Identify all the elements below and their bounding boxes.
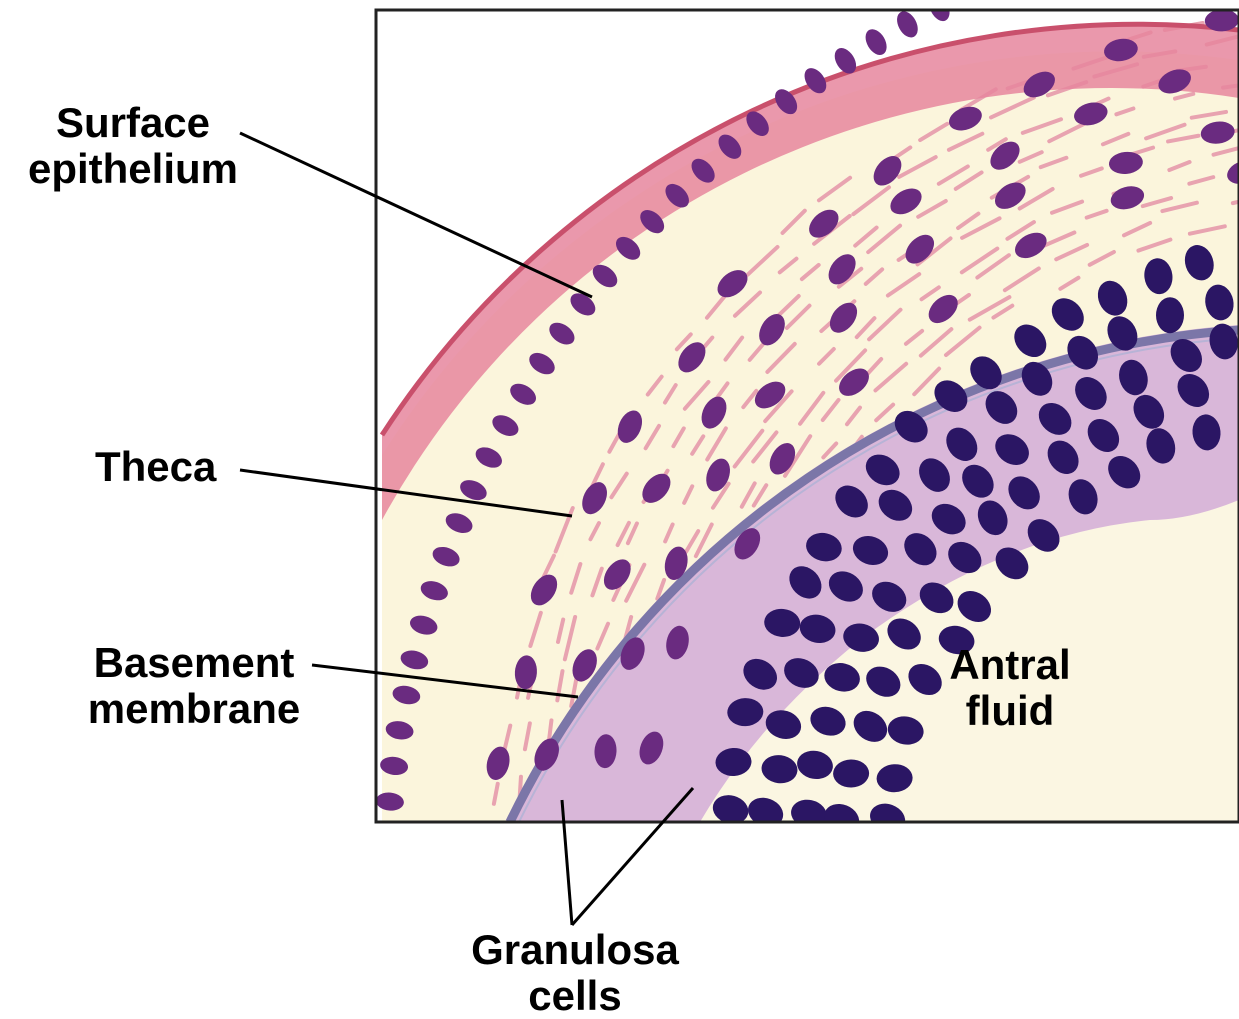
label-basement-membrane-line2: membrane bbox=[68, 686, 320, 732]
theca-fiber bbox=[505, 833, 510, 858]
theca-fiber bbox=[696, 849, 703, 872]
theca-fiber bbox=[646, 843, 650, 866]
label-basement-membrane-line1: Basement bbox=[68, 640, 320, 686]
theca-fiber bbox=[532, 832, 538, 866]
epithelial-nucleus bbox=[861, 25, 891, 58]
epithelial-nucleus bbox=[958, 0, 986, 9]
label-antral-fluid: Antral fluid bbox=[920, 642, 1100, 734]
theca-fiber bbox=[489, 836, 493, 862]
label-basement-membrane: Basement membrane bbox=[68, 640, 320, 732]
label-granulosa-cells-line2: cells bbox=[445, 973, 705, 1019]
theca-nucleus bbox=[570, 844, 594, 879]
theca-fiber bbox=[574, 843, 579, 868]
theca-fiber bbox=[654, 838, 662, 883]
label-theca-text: Theca bbox=[95, 444, 216, 490]
label-surface-epithelium-line1: Surface bbox=[8, 100, 258, 146]
epithelial-nucleus bbox=[372, 828, 401, 848]
label-antral-fluid-line1: Antral bbox=[920, 642, 1100, 688]
label-granulosa-cells: Granulosa cells bbox=[445, 927, 705, 1019]
leader-line-surface-epithelium bbox=[240, 133, 592, 297]
label-granulosa-cells-line1: Granulosa bbox=[445, 927, 705, 973]
label-surface-epithelium: Surface epithelium bbox=[8, 100, 258, 192]
epithelial-nucleus bbox=[925, 0, 954, 24]
label-surface-epithelium-line2: epithelium bbox=[8, 146, 258, 192]
granulosa-nucleus bbox=[1156, 297, 1184, 333]
theca-nucleus bbox=[495, 827, 522, 864]
label-antral-fluid-line2: fluid bbox=[920, 688, 1100, 734]
label-theca: Theca bbox=[95, 444, 216, 490]
epithelial-nucleus bbox=[893, 8, 922, 41]
theca-fiber bbox=[551, 829, 561, 880]
theca-fiber bbox=[596, 830, 600, 873]
theca-nucleus bbox=[538, 830, 563, 866]
